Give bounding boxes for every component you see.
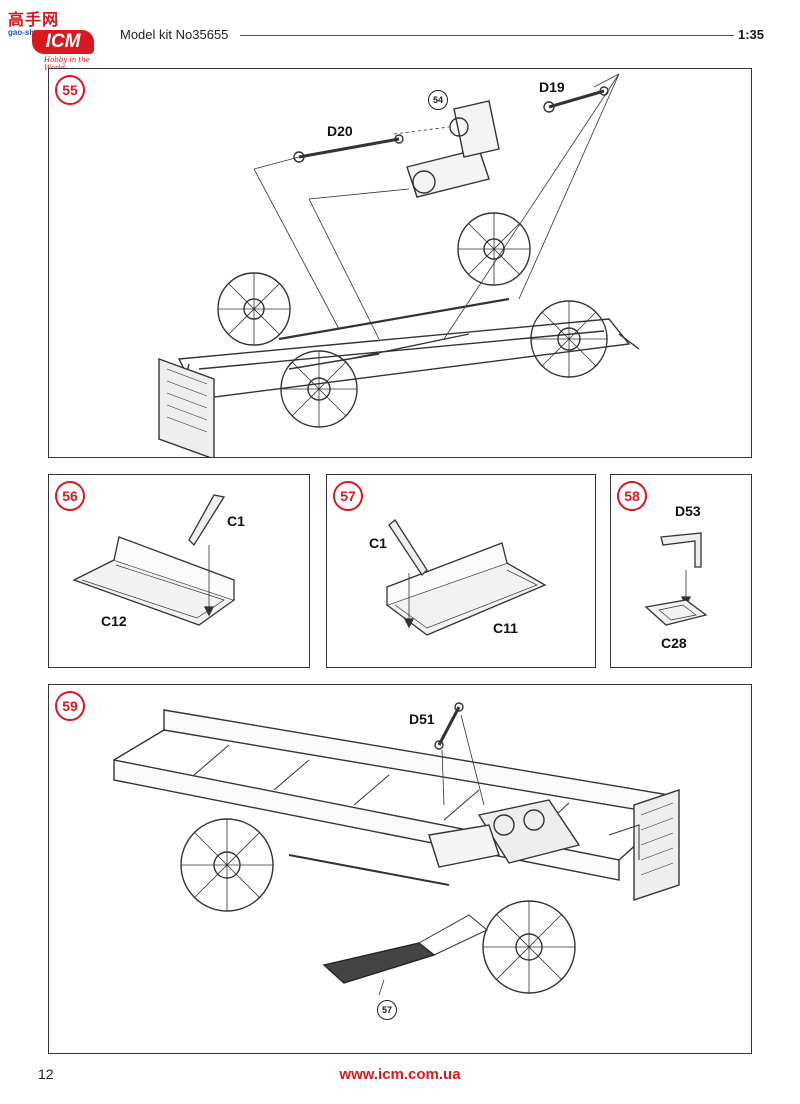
- step-57-illustration: [385, 519, 547, 636]
- step-56-number: 56: [55, 481, 85, 511]
- c28-plate: [644, 599, 708, 626]
- gearbox-assembly: [406, 100, 500, 198]
- part-label-d19: D19: [539, 79, 565, 95]
- d51-link: [437, 706, 461, 746]
- radiator: [633, 789, 680, 901]
- c1-bracket: [388, 519, 428, 577]
- icm-logo: 高手网 gao-shou.com ICM Hobby in the World: [6, 6, 102, 72]
- step-55-ref-circle: 54: [428, 90, 448, 110]
- part-label-c1: C1: [227, 513, 245, 529]
- part-label-c12: C12: [101, 613, 127, 629]
- logo-brand: ICM: [32, 30, 94, 54]
- header-divider: [240, 35, 734, 36]
- page-number: 12: [38, 1066, 54, 1082]
- step-59-illustration: [113, 702, 680, 996]
- step-58-number: 58: [617, 481, 647, 511]
- website-link[interactable]: www.icm.com.ua: [339, 1066, 461, 1083]
- step-55-illustration: [158, 73, 640, 457]
- step-55-number: 55: [55, 75, 85, 105]
- d20-shaft: [298, 137, 400, 159]
- part-label-d53: D53: [675, 503, 701, 519]
- c1-bracket: [188, 494, 226, 547]
- engine-block: [428, 799, 581, 868]
- step-57-panel: 57 C1 C11: [326, 474, 596, 668]
- wheel-front: [482, 900, 576, 994]
- step-55-panel: 55 54 D20 D19: [48, 68, 752, 458]
- wheel-rear: [180, 818, 274, 912]
- step-59-number: 59: [55, 691, 85, 721]
- wheel-front-right: [530, 300, 608, 378]
- logo-chinese-text: 高手网: [8, 12, 60, 29]
- wheel-front-left: [280, 350, 358, 428]
- scale-label: 1:35: [738, 27, 765, 42]
- step-56-panel: 56 C1 C12: [48, 474, 310, 668]
- wheel-rear-right: [457, 212, 531, 286]
- step-58-panel: 58 D53 C28: [610, 474, 752, 668]
- step-56-illustration: [72, 494, 236, 626]
- part-label-c1: C1: [369, 535, 387, 551]
- step-59-ref-circle: 57: [377, 1000, 397, 1020]
- part-label-d51: D51: [409, 711, 435, 727]
- step-58-illustration: [644, 532, 708, 626]
- part-label-c11: C11: [493, 620, 518, 636]
- part-label-d20: D20: [327, 123, 353, 139]
- kit-title: Model kit No35655: [120, 27, 229, 42]
- step-57-number: 57: [333, 481, 363, 511]
- d19-shaft: [548, 89, 605, 109]
- wheel-rear-left: [217, 272, 291, 346]
- running-board: [322, 942, 436, 984]
- radiator: [158, 358, 215, 457]
- part-label-c28: C28: [661, 635, 687, 651]
- step-59-panel: 59 D51 57: [48, 684, 752, 1054]
- d53-pedal: [660, 532, 702, 568]
